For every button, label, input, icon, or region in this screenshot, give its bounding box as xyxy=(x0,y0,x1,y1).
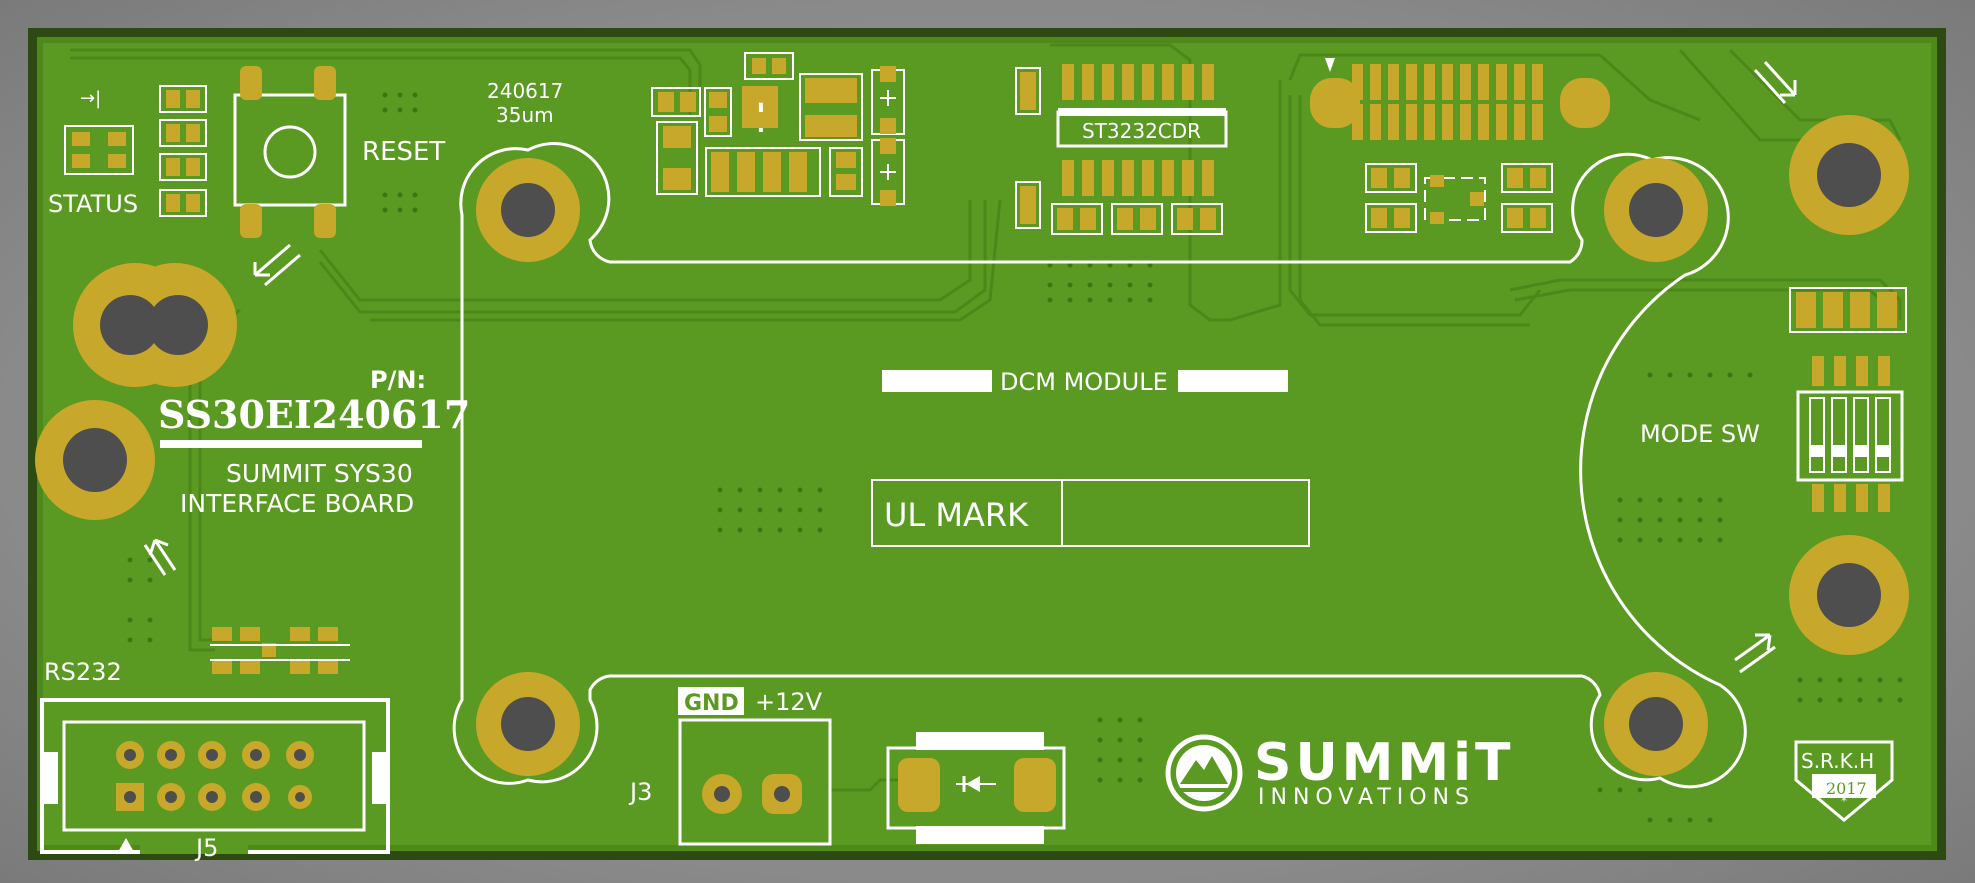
arrow-icon xyxy=(143,60,1797,674)
dcm-hole-top-right xyxy=(1604,158,1708,262)
gnd-label: GND xyxy=(684,691,739,716)
ul-mark-label: UL MARK xyxy=(884,496,1029,534)
via-grid xyxy=(127,92,1903,823)
product-line-1: SUMMIT SYS30 xyxy=(226,459,413,488)
reset-button[interactable] xyxy=(233,66,347,238)
status-label: STATUS xyxy=(48,190,138,218)
j5-label: J5 xyxy=(194,834,218,862)
logo-line-2: INNOVATIONS xyxy=(1258,785,1475,810)
mode-sw-label: MODE SW xyxy=(1640,420,1760,448)
resistor-column xyxy=(159,85,207,217)
dcm-bar-left xyxy=(882,370,992,392)
gnd-label-bg xyxy=(678,687,744,715)
reset-label: RESET xyxy=(362,137,445,167)
status-led: →| xyxy=(64,88,134,175)
logo-line-1: SUMMiT xyxy=(1254,733,1514,793)
badge-year: 2017 xyxy=(1826,779,1867,798)
power-smd-cluster: I xyxy=(651,52,905,206)
mounting-hole-right xyxy=(1789,535,1909,655)
part-number: SS30EI240617 xyxy=(158,392,470,437)
dcm-hole-bottom-left xyxy=(476,672,580,776)
mode-switch[interactable] xyxy=(1789,287,1907,512)
mounting-hole-left xyxy=(35,400,155,520)
smd-cluster-left xyxy=(210,627,350,674)
st3232-chip: ST3232CDR xyxy=(1015,64,1228,235)
j3-label: J3 xyxy=(628,778,652,806)
power-diode xyxy=(886,732,1066,844)
shield-badge-icon: * xyxy=(1794,740,1894,822)
svg-text:→|: →| xyxy=(80,88,101,109)
dcm-hole-top-left xyxy=(476,158,580,262)
part-number-underline xyxy=(160,440,422,448)
date-code: 240617 xyxy=(487,79,563,103)
copper-thickness: 35um xyxy=(496,103,554,127)
j5-connector[interactable] xyxy=(40,698,390,854)
ul-mark-box xyxy=(871,479,1310,547)
dcm-hole-bottom-right xyxy=(1604,672,1708,776)
j3-connector[interactable] xyxy=(678,718,832,846)
fine-pitch-connector xyxy=(1310,58,1610,233)
chip-label: ST3232CDR xyxy=(1082,119,1201,143)
svg-text:*: * xyxy=(1841,794,1847,808)
product-line-2: INTERFACE BOARD xyxy=(180,489,414,518)
part-number-label: P/N: xyxy=(370,366,426,394)
dcm-module-label: DCM MODULE xyxy=(1000,368,1168,396)
mountain-logo-icon xyxy=(1165,734,1243,812)
badge-initials: S.R.K.H xyxy=(1801,749,1874,773)
mounting-hole-top-right xyxy=(1789,115,1909,235)
dcm-bar-right xyxy=(1178,370,1288,392)
mounting-hole-left-pair xyxy=(73,263,237,387)
dcm-outline-path xyxy=(452,142,1747,789)
rs232-label: RS232 xyxy=(44,658,122,686)
plus12v-label: +12V xyxy=(755,688,823,716)
